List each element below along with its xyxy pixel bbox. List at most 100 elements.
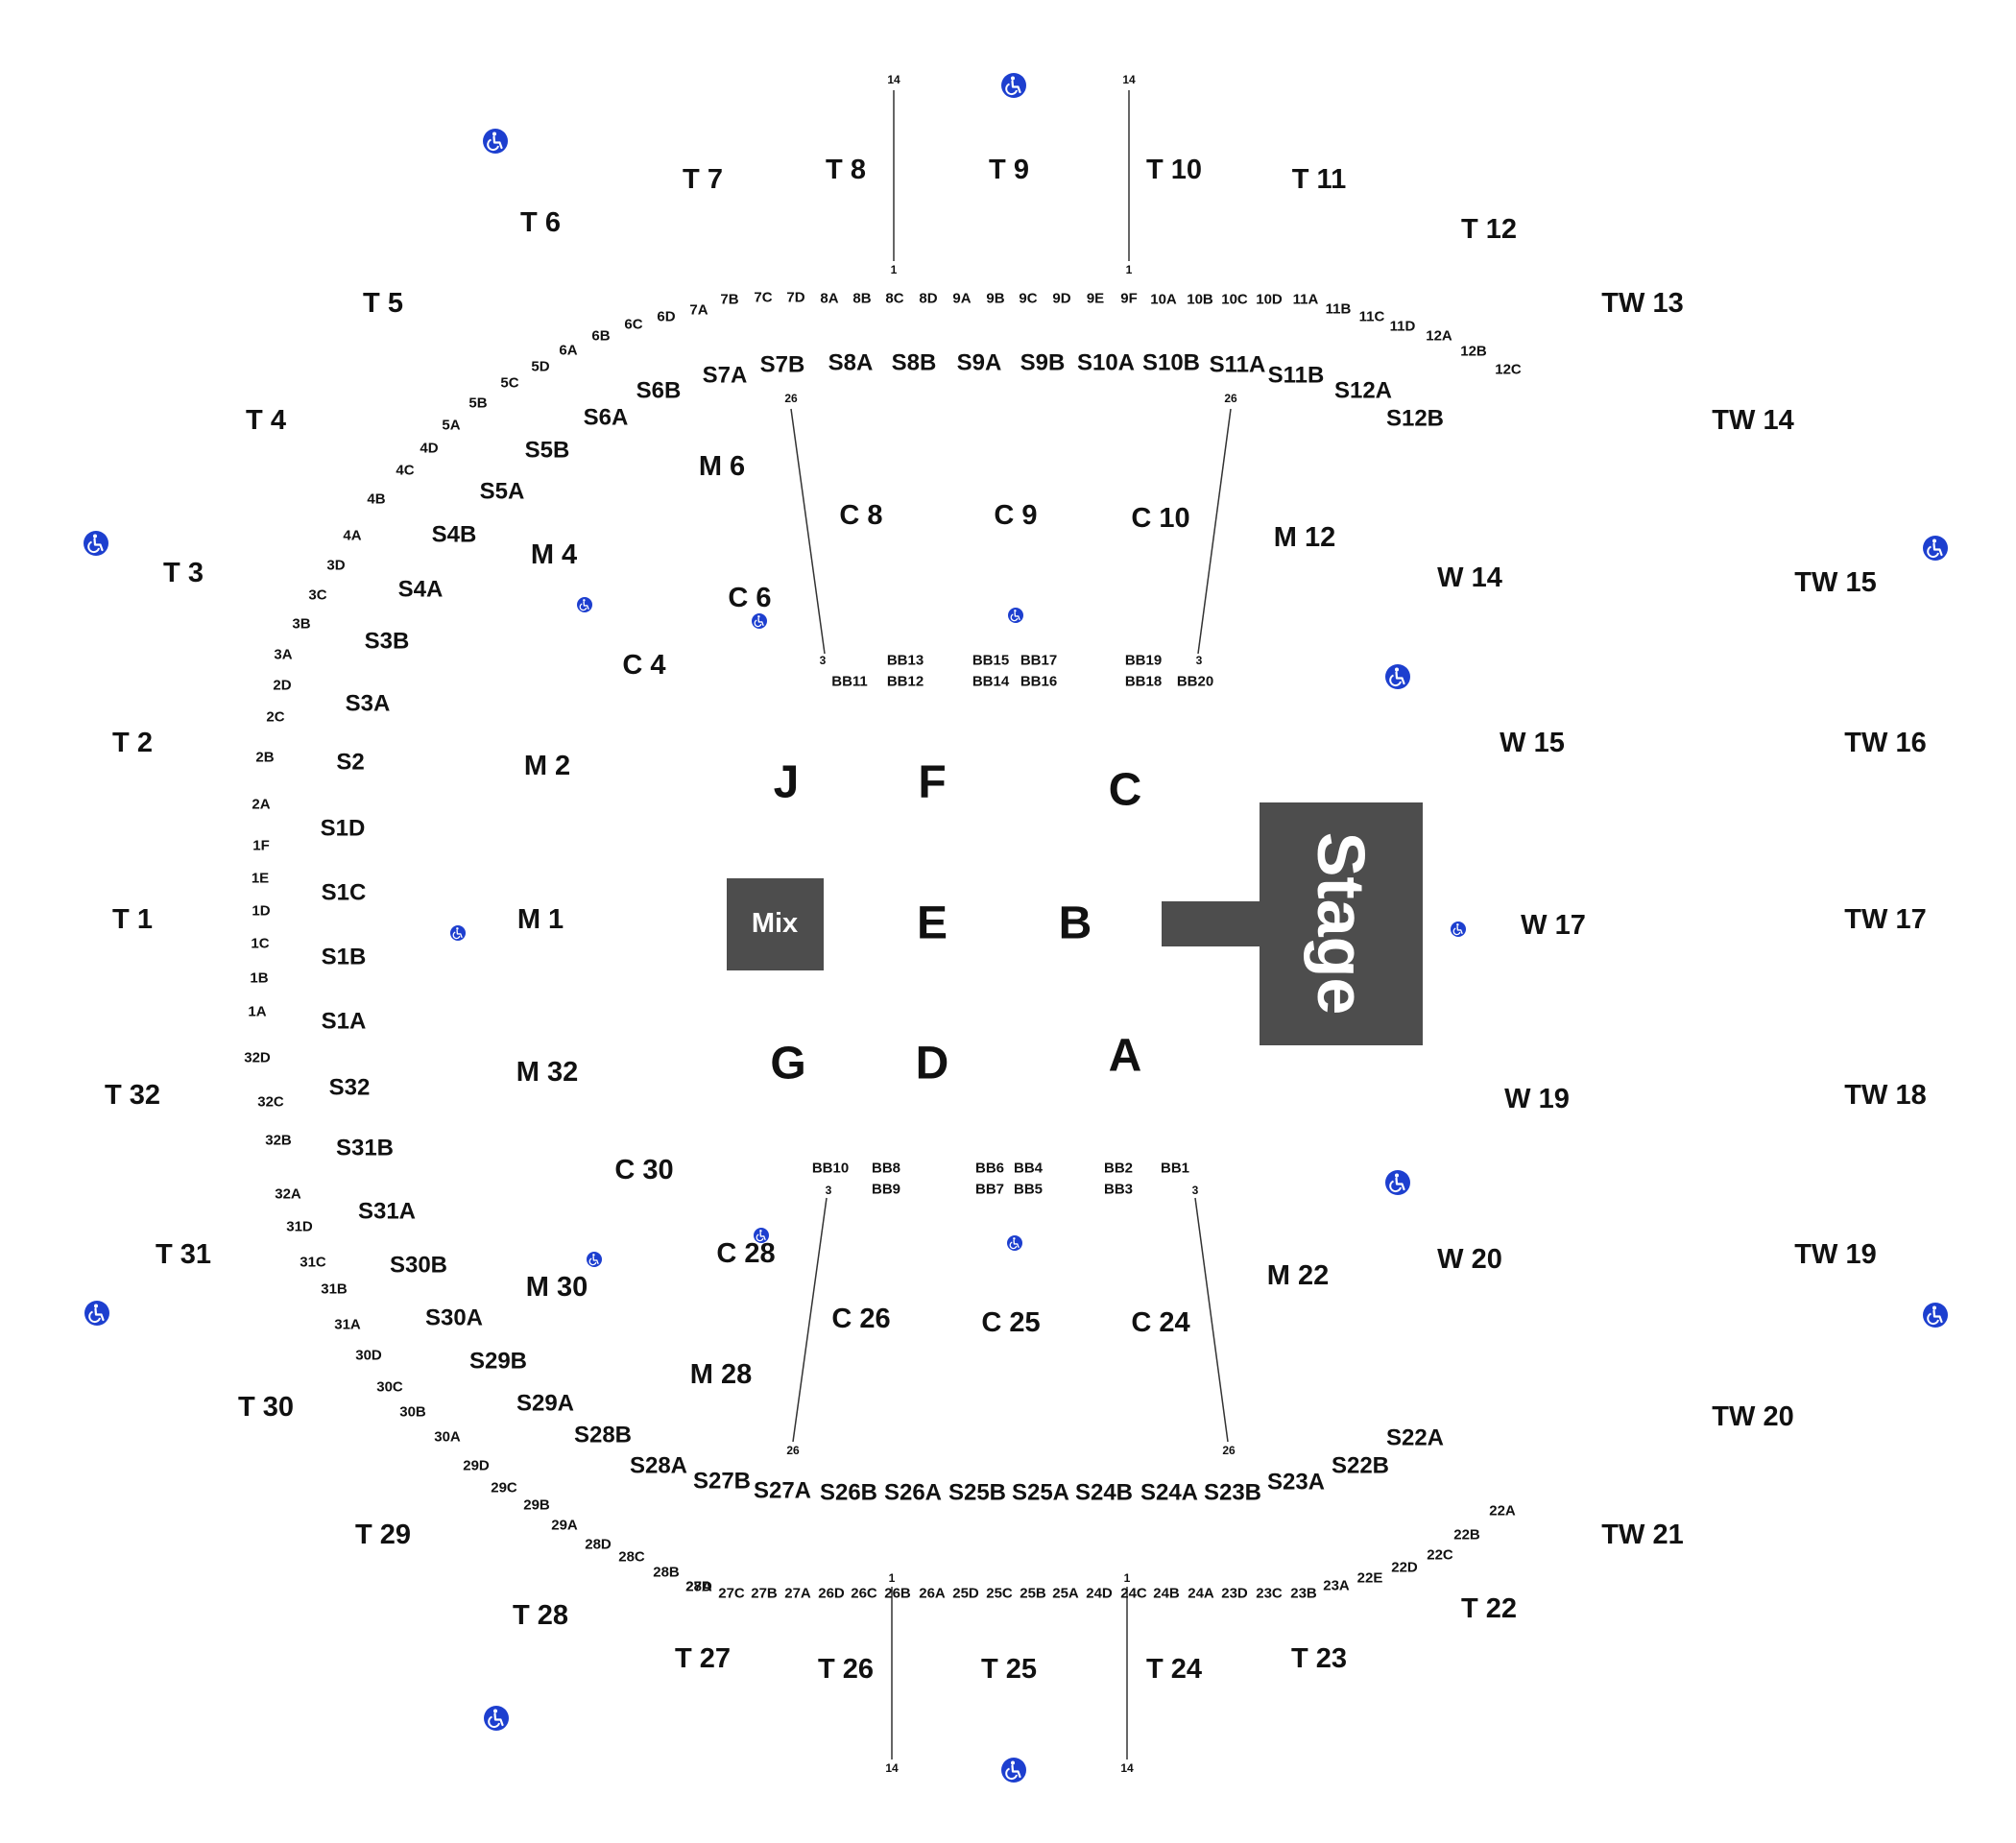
box-22C[interactable]: 22C: [1427, 1547, 1453, 1564]
section-C[interactable]: C: [1109, 765, 1142, 816]
section-C-8[interactable]: C 8: [839, 500, 882, 531]
box-26A[interactable]: 26A: [919, 1586, 946, 1602]
section-M-22[interactable]: M 22: [1267, 1260, 1329, 1291]
section-TW-18[interactable]: TW 18: [1844, 1080, 1926, 1111]
section-S12B[interactable]: S12B: [1386, 406, 1444, 432]
mix-position[interactable]: Mix: [727, 878, 824, 970]
box-32D[interactable]: 32D: [244, 1050, 271, 1066]
box-2C[interactable]: 2C: [266, 709, 284, 726]
box-4A[interactable]: 4A: [343, 528, 361, 544]
box-9A[interactable]: 9A: [952, 291, 971, 307]
section-C-25[interactable]: C 25: [981, 1307, 1040, 1338]
box-BB18[interactable]: BB18: [1125, 674, 1162, 690]
box-BB2[interactable]: BB2: [1104, 1161, 1133, 1177]
section-S6A[interactable]: S6A: [584, 405, 629, 431]
box-25C[interactable]: 25C: [986, 1586, 1013, 1602]
section-M-32[interactable]: M 32: [516, 1057, 578, 1088]
box-4B[interactable]: 4B: [367, 491, 385, 508]
section-S8A[interactable]: S8A: [828, 350, 874, 376]
box-6C[interactable]: 6C: [624, 317, 642, 333]
box-6D[interactable]: 6D: [657, 309, 675, 325]
box-6B[interactable]: 6B: [591, 328, 610, 345]
box-28A[interactable]: 28A: [685, 1579, 712, 1595]
section-T-26[interactable]: T 26: [818, 1654, 874, 1685]
box-BB7[interactable]: BB7: [975, 1182, 1004, 1198]
box-12B[interactable]: 12B: [1460, 344, 1487, 360]
box-3C[interactable]: 3C: [308, 587, 326, 604]
section-S5A[interactable]: S5A: [480, 479, 525, 505]
box-8C[interactable]: 8C: [885, 291, 903, 307]
section-S4A[interactable]: S4A: [398, 577, 444, 603]
box-5D[interactable]: 5D: [531, 359, 549, 375]
section-S26B[interactable]: S26B: [820, 1480, 877, 1506]
box-11D[interactable]: 11D: [1390, 319, 1416, 335]
section-S25A[interactable]: S25A: [1012, 1480, 1069, 1506]
section-T-2[interactable]: T 2: [112, 728, 153, 758]
section-S7B[interactable]: S7B: [760, 352, 805, 378]
section-T-4[interactable]: T 4: [246, 405, 286, 436]
box-22B[interactable]: 22B: [1453, 1527, 1480, 1544]
box-BB12[interactable]: BB12: [887, 674, 924, 690]
box-9D[interactable]: 9D: [1052, 291, 1070, 307]
box-2D[interactable]: 2D: [273, 678, 291, 694]
box-28C[interactable]: 28C: [618, 1549, 645, 1566]
section-S1D[interactable]: S1D: [321, 816, 366, 842]
section-S24A[interactable]: S24A: [1140, 1480, 1198, 1506]
section-C-26[interactable]: C 26: [831, 1304, 890, 1334]
section-S23B[interactable]: S23B: [1204, 1480, 1261, 1506]
section-S32[interactable]: S32: [329, 1075, 371, 1101]
section-S30B[interactable]: S30B: [390, 1253, 447, 1279]
box-22E[interactable]: 22E: [1357, 1570, 1383, 1587]
box-BB17[interactable]: BB17: [1020, 653, 1057, 669]
section-S2[interactable]: S2: [336, 750, 364, 776]
box-8A[interactable]: 8A: [820, 291, 838, 307]
section-T-3[interactable]: T 3: [163, 558, 204, 588]
box-BB6[interactable]: BB6: [975, 1161, 1004, 1177]
section-T-22[interactable]: T 22: [1461, 1593, 1517, 1624]
box-12C[interactable]: 12C: [1495, 362, 1522, 378]
box-24B[interactable]: 24B: [1153, 1586, 1180, 1602]
box-27C[interactable]: 27C: [718, 1586, 745, 1602]
section-S23A[interactable]: S23A: [1267, 1470, 1325, 1496]
section-S22A[interactable]: S22A: [1386, 1425, 1444, 1451]
box-5A[interactable]: 5A: [442, 418, 460, 434]
section-S10A[interactable]: S10A: [1077, 350, 1135, 376]
section-T-27[interactable]: T 27: [675, 1643, 731, 1674]
box-BB3[interactable]: BB3: [1104, 1182, 1133, 1198]
section-B[interactable]: B: [1059, 898, 1092, 949]
section-S3A[interactable]: S3A: [346, 691, 391, 717]
box-30B[interactable]: 30B: [399, 1404, 426, 1421]
box-24A[interactable]: 24A: [1188, 1586, 1214, 1602]
box-1E[interactable]: 1E: [252, 871, 269, 887]
box-9F[interactable]: 9F: [1120, 291, 1138, 307]
section-D[interactable]: D: [916, 1039, 949, 1089]
box-BB10[interactable]: BB10: [812, 1161, 849, 1177]
box-32B[interactable]: 32B: [265, 1133, 292, 1149]
box-23B[interactable]: 23B: [1290, 1586, 1317, 1602]
box-24D[interactable]: 24D: [1086, 1586, 1113, 1602]
section-A[interactable]: A: [1109, 1031, 1142, 1082]
box-5B[interactable]: 5B: [468, 395, 487, 412]
box-5C[interactable]: 5C: [500, 375, 518, 392]
section-T-29[interactable]: T 29: [355, 1520, 411, 1550]
section-T-23[interactable]: T 23: [1291, 1643, 1347, 1674]
section-C-4[interactable]: C 4: [622, 650, 665, 681]
section-W-14[interactable]: W 14: [1437, 562, 1502, 593]
box-BB14[interactable]: BB14: [972, 674, 1010, 690]
section-M-30[interactable]: M 30: [526, 1272, 588, 1303]
box-BB5[interactable]: BB5: [1014, 1182, 1043, 1198]
section-S12A[interactable]: S12A: [1334, 378, 1392, 404]
section-S4B[interactable]: S4B: [432, 522, 477, 548]
box-11B[interactable]: 11B: [1326, 301, 1352, 318]
section-M-1[interactable]: M 1: [517, 904, 564, 935]
box-24C[interactable]: 24C: [1120, 1586, 1147, 1602]
box-BB19[interactable]: BB19: [1125, 653, 1162, 669]
section-TW-20[interactable]: TW 20: [1712, 1401, 1793, 1432]
section-TW-21[interactable]: TW 21: [1601, 1520, 1683, 1550]
box-28B[interactable]: 28B: [653, 1565, 680, 1581]
box-29D[interactable]: 29D: [463, 1458, 490, 1474]
box-8D[interactable]: 8D: [919, 291, 937, 307]
section-M-12[interactable]: M 12: [1274, 522, 1335, 553]
box-BB8[interactable]: BB8: [872, 1161, 900, 1177]
box-31C[interactable]: 31C: [300, 1255, 326, 1271]
